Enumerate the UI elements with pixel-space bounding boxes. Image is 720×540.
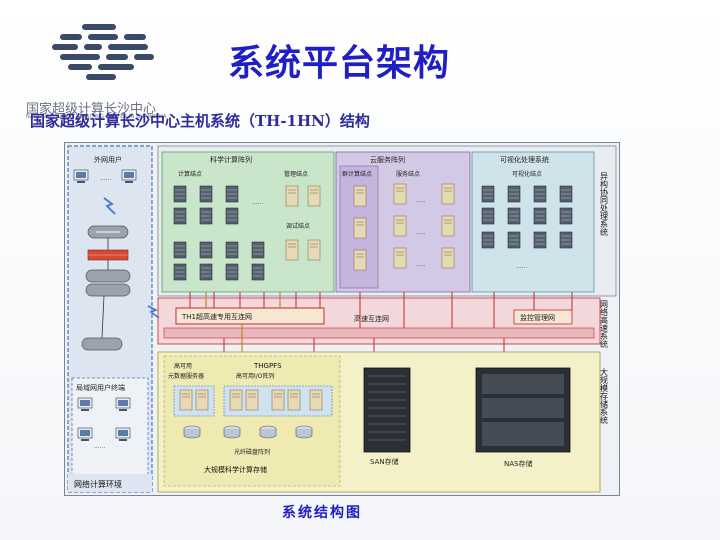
th-interconnect-label: TH1超高速专用互连网 <box>181 312 252 321</box>
ha-label: 高可用 <box>174 362 192 370</box>
san-rack-icon <box>363 367 411 453</box>
debug-nodes-label: 调试结点 <box>286 222 310 230</box>
architecture-diagram: 外网用户 ...... 局域网用户终端 ...... 网络计算环境 科学计算阵列… <box>64 142 620 496</box>
disk-array-label: 光纤磁盘阵列 <box>234 448 270 456</box>
storage-system-label: 大规模存储系统 <box>600 367 609 425</box>
science-array-panel <box>161 151 335 293</box>
diagram-caption: 系统结构图 <box>282 505 362 521</box>
external-user-label: 外网用户 <box>94 155 122 164</box>
nscc-logo: 国家超级计算长沙中心 NATIONAL SUPERCOMPUTING CENTE… <box>24 18 174 120</box>
logo-chinese-text: 国家超级计算长沙中心 <box>26 102 157 117</box>
science-array-label: 科学计算阵列 <box>210 155 252 164</box>
logo-mark-icon <box>52 24 154 80</box>
svg-text:......: ...... <box>100 175 112 182</box>
svg-text:.....: ..... <box>416 197 426 204</box>
router-icon <box>87 225 129 239</box>
lightning-icon <box>103 197 116 215</box>
viz-nodes-label: 可视化结点 <box>512 170 542 178</box>
lan-terminal-label: 局域网用户终端 <box>76 383 125 392</box>
hetero-system-label: 异构协同处理系统 <box>600 172 609 237</box>
nas-label: NAS存储 <box>504 459 532 468</box>
svg-text:......: ...... <box>252 199 264 206</box>
ha-io-array-label: 高可用I/O阵列 <box>236 372 275 380</box>
monitor-net-box <box>513 309 573 325</box>
sci-storage-label: 大规模科学计算存储 <box>204 465 267 474</box>
net-system-label: 网络高速系统 <box>600 300 609 349</box>
svg-text:.....: ..... <box>416 261 426 268</box>
viz-system-label: 可视化处理系统 <box>500 155 549 164</box>
connection-arrows <box>189 292 573 352</box>
high-speed-net-bar <box>163 327 595 339</box>
metadata-servers-label: 元数据服务器 <box>168 372 204 380</box>
svg-text:......: ...... <box>94 443 106 450</box>
logo-english-text: NATIONAL SUPERCOMPUTING CENTER IN CHANGS… <box>26 114 167 120</box>
compute-nodes-label: 计算结点 <box>178 170 202 178</box>
service-nodes-label: 服务结点 <box>396 170 420 178</box>
firewall-icon <box>87 249 129 261</box>
cloud-array-label: 云服务阵列 <box>370 155 405 164</box>
core-switch-icon <box>85 269 131 297</box>
lightning-icon-2 <box>147 305 160 319</box>
mgmt-nodes-label: 管理结点 <box>284 170 308 178</box>
svg-text:......: ...... <box>516 263 528 270</box>
cloud-compute-nodes-label: 群计算结点 <box>342 170 372 178</box>
sci-storage-panel <box>163 355 341 487</box>
thgpfs-label: THGPFS <box>253 362 282 370</box>
high-speed-net-label: 高速互连网 <box>354 314 389 323</box>
svg-text:.....: ..... <box>416 229 426 236</box>
access-switch-icon <box>81 337 123 351</box>
page-title: 系统平台架构 <box>228 43 451 84</box>
network-env-label: 网络计算环境 <box>74 479 122 489</box>
monitor-net-label: 监控管理网 <box>520 313 555 322</box>
lan-terminal-box <box>71 377 149 477</box>
th-interconnect-box <box>175 307 325 325</box>
san-label: SAN存储 <box>370 457 399 466</box>
page-subtitle: 国家超级计算长沙中心主机系统（TH-1HN）结构 <box>30 112 370 130</box>
nas-rack-icon <box>475 367 571 453</box>
